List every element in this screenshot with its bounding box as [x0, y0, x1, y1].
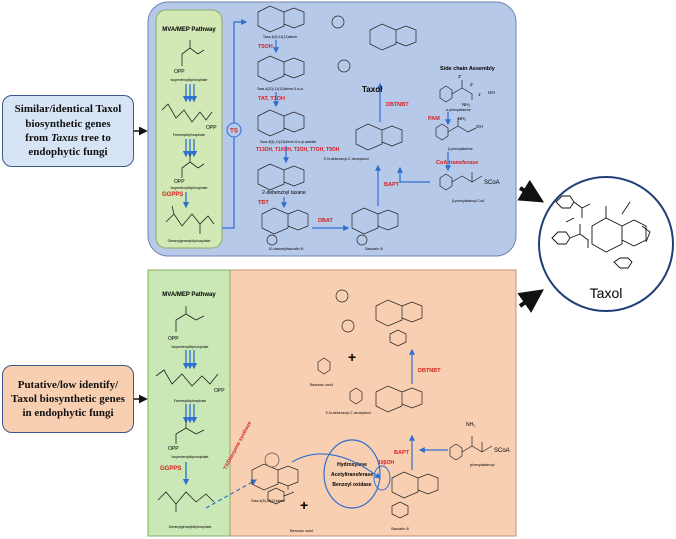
- enzyme-acetyltransferase: Acetyltransferase: [331, 472, 373, 478]
- side-nh2-1: NH₂: [462, 102, 470, 107]
- side-prime-2: 1': [478, 92, 482, 97]
- bottom-ggpps: GGPPS: [160, 466, 181, 472]
- top-enzyme-5: BAPT: [384, 182, 400, 188]
- bottom-compound-3: Geranylgeranyldiphosphate: [169, 525, 212, 529]
- top-opp-3: OPP: [174, 179, 185, 185]
- bottom-enzyme-dbtnbt: DBTNBT: [418, 368, 441, 374]
- top-pathway-title: MVA/MEP Pathway: [162, 27, 216, 33]
- top-intermediate-5: Baccatin III: [365, 247, 382, 251]
- bottom-deoxytaxol: 3'-N-debenzoyl-2'-deoxytaxol: [325, 411, 370, 415]
- top-compound-3: Geranylgeranyldiphosphate: [168, 239, 211, 243]
- top-taxol-label: Taxol: [362, 85, 382, 94]
- top-label-box: Similar/identical Taxol biosynthetic gen…: [2, 95, 134, 167]
- top-label-part-1: biosynthetic genes: [25, 117, 111, 130]
- top-enzyme-4: DBAT: [318, 218, 334, 224]
- isoprene-structure: [181, 40, 205, 66]
- side-enzyme-coa: CoA transferase: [436, 160, 478, 166]
- top-compound-0: Isopentenyldiphosphate: [171, 78, 208, 82]
- top-compound-2: Isopentenyldiphosphate: [171, 186, 208, 190]
- top-label-part-3: Taxus: [50, 132, 79, 144]
- ts-circle: [226, 122, 242, 138]
- enzyme-benzoyl-oxidase: Benzoyl oxidase: [332, 482, 371, 488]
- top-enzyme-1: TAT, T1OH: [258, 96, 285, 102]
- bottom-label-line-0: Putative/low identify/: [17, 378, 119, 391]
- top-pathway-box: [155, 9, 223, 249]
- top-enzyme-3: TBT: [258, 200, 269, 206]
- bottom-opp-3: OPP: [168, 446, 179, 452]
- bottom-taxadiene: Taxa-4(5),11(12)diene: [251, 499, 285, 503]
- top-intermediate-1: Taxa-4(20),11(12)diene-5-α-ol: [257, 87, 304, 91]
- bottom-label-box: Putative/low identify/ Taxol biosyntheti…: [2, 365, 134, 433]
- bottom-baccatin: Baccatin III: [391, 527, 408, 531]
- enzyme-hydroxylase: Hydroxylase: [337, 462, 367, 468]
- top-intermediate-3: 2-debenzoyl taxane: [262, 190, 306, 196]
- top-intermediate-2: Taxa-4(5),11(12)diene-5-α-yl acetate: [260, 140, 317, 144]
- bottom-scoa: SCoA: [494, 448, 510, 454]
- side-nh2-2: NH₂: [458, 116, 466, 121]
- bottom-plus-1: +: [300, 497, 308, 513]
- bottom-benzoic-2: Benzoic acid: [310, 382, 333, 387]
- side-prime-1: 2': [470, 82, 474, 87]
- bottom-compound-1: Farnesyldiphosphate: [174, 399, 207, 403]
- top-panel: [147, 1, 517, 257]
- top-intermediate-6: 3'-N-debenzoyl-2'-deoxytaxol: [323, 157, 368, 161]
- top-ts: TS: [230, 129, 238, 135]
- bottom-label-line-1: Taxol biosynthetic genes: [11, 392, 125, 405]
- bottom-compound-0: Isopentenyldiphosphate: [172, 345, 209, 349]
- top-enzyme-6: DBTNBT: [386, 102, 409, 108]
- side-prime-0: 3': [458, 74, 462, 79]
- bottom-pathway-title: MVA/MEP Pathway: [162, 292, 216, 298]
- top-label-part-5: endophytic fungi: [28, 146, 108, 159]
- top-intermediate-0: Taxa-4(5),11(12)diene: [263, 35, 297, 39]
- top-compound-1: Farnesyldiphosphate: [173, 133, 206, 137]
- top-opp-2: OPP: [206, 125, 217, 131]
- bottom-label-line-2: in endophytic fungi: [22, 407, 114, 420]
- side-chain-label-2: β-phenylalanoyl CoA: [452, 199, 485, 203]
- bottom-enzyme-bapt: BAPT: [394, 450, 410, 456]
- top-intermediate-4: 10-deacetylbaccatin III: [268, 247, 303, 251]
- top-ggpps: GGPPS: [162, 192, 183, 198]
- side-chain-structures: [435, 80, 483, 191]
- bottom-nh2: NH₂: [466, 422, 475, 428]
- arrow-to-taxol-top: [517, 179, 545, 203]
- bottom-pathway-box: [147, 269, 231, 537]
- top-label-part-2: from: [25, 132, 51, 144]
- side-chain-label-1: β-phenylalanine: [448, 147, 473, 151]
- side-chain-title: Side chain Assembly: [440, 66, 496, 72]
- top-label-part-4: tree to: [78, 132, 111, 144]
- farnesyl-structure: [161, 103, 213, 123]
- bottom-opp-2: OPP: [214, 388, 225, 394]
- top-opp-1: OPP: [174, 69, 185, 75]
- bottom-opp-1: OPP: [168, 336, 179, 342]
- top-enzyme-2: T13OH, T10OH, T2OH, T7OH, T9OH: [256, 147, 340, 153]
- taxol-structure: [551, 195, 651, 269]
- top-enzyme-0: T5OH: [258, 44, 273, 50]
- side-enzyme-pam: PAM: [428, 116, 440, 122]
- taxol-circle: [538, 176, 674, 312]
- ggpp-structure: [165, 205, 215, 234]
- bottom-plus-2: +: [348, 349, 356, 365]
- taxol-circle-label: Taxol: [590, 285, 623, 301]
- bottom-enzyme-10boh: 10βOH: [378, 460, 395, 466]
- side-chain-label-0: α-phenylalanine: [446, 108, 471, 112]
- bottom-phenylalanoyl: phenylalanoyl: [470, 462, 495, 467]
- taxane-skeletons: [257, 5, 417, 246]
- side-scoa: SCoA: [484, 180, 500, 186]
- side-oh-1: OH: [488, 90, 495, 95]
- bottom-compound-2: Isopentenyldiphosphate: [172, 455, 209, 459]
- top-label-part-0: Similar/identical Taxol: [14, 103, 122, 116]
- side-oh-2: OH: [476, 124, 483, 129]
- arrow-to-taxol-bottom: [517, 289, 544, 313]
- bottom-benzoic-1: Benzoic acid: [290, 528, 313, 533]
